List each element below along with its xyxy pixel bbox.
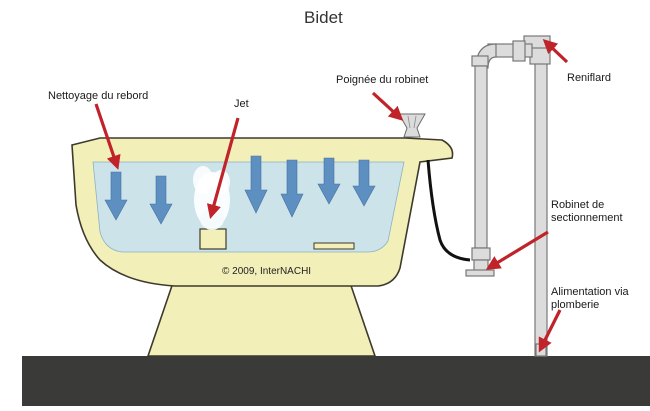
floor [22,356,650,406]
rim-pointer [94,103,121,170]
label-vent: Reniflard [567,72,612,84]
faucet-handle [398,113,426,138]
flow-arrow [149,175,173,225]
copyright-text: © 2009, InterNACHI [222,266,312,277]
label-jet: Jet [234,98,249,110]
drain-plate [313,242,355,250]
supply-pointer [538,309,562,353]
label-supply-line1: Alimentation via [551,286,629,298]
label-rim-cleaning: Nettoyage du rebord [48,90,149,102]
flow-arrow [352,159,376,207]
pointer-arrows [94,39,569,353]
vent-pointer [542,39,569,64]
label-faucet-handle: Poignée du robinet [336,74,429,86]
label-shutoff-valve-line2: sectionnement [551,212,623,224]
valve-pointer [485,230,549,270]
jet-nozzle [199,228,227,250]
handle-pointer [371,91,404,121]
water [92,161,405,253]
diagram-title: Bidet [304,8,343,27]
flow-arrow [280,159,304,218]
flow-arrow [244,155,268,214]
flow-arrow [104,171,128,221]
label-shutoff-valve-line1: Robinet de [551,199,605,211]
supply-pipe [534,61,548,357]
flow-arrow [317,157,341,205]
vent-pipe [474,65,488,249]
plumbing [465,35,551,357]
jet-pointer [206,117,240,219]
flow-arrows [104,155,376,225]
supply-hose [426,159,471,262]
label-supply-line2: plomberie [551,299,600,311]
